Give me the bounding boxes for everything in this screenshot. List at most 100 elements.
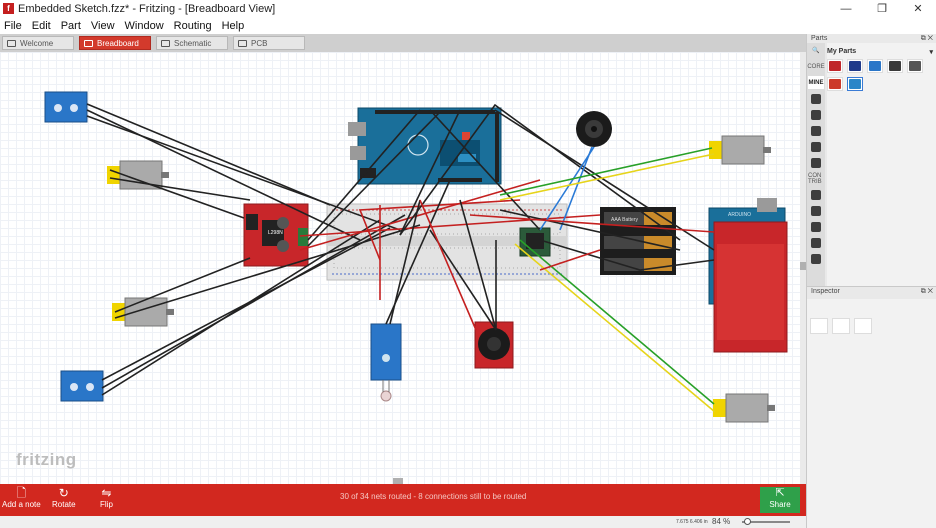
bin-core[interactable]: CORE: [807, 63, 825, 70]
part-thumbnails: [827, 59, 936, 91]
my-parts-title: My Parts: [827, 48, 857, 55]
dc-motor-right-top[interactable]: [709, 135, 771, 165]
restore-button[interactable]: ❐: [877, 3, 887, 15]
welcome-icon: [7, 39, 16, 47]
bin-factory-icon[interactable]: [808, 156, 824, 169]
zoom-slider[interactable]: [742, 521, 790, 523]
horizontal-scroll-thumb[interactable]: [393, 478, 403, 484]
part-thumbnail-image: [849, 61, 861, 71]
share-button[interactable]: ⇱ Share: [760, 487, 800, 513]
part-thumbnail[interactable]: [847, 77, 863, 91]
fritzing-logo: fritzing: [16, 450, 77, 469]
inspector-view-breadboard: [810, 318, 828, 334]
part-thumbnail[interactable]: [887, 59, 903, 73]
tab-label: Breadboard: [97, 38, 139, 48]
panel-float-close-icons[interactable]: ⧉ ✕: [920, 287, 933, 295]
menu-window[interactable]: Window: [124, 19, 164, 32]
dc-motor-left-top[interactable]: [107, 160, 169, 190]
flip-button[interactable]: ⇋ Flip: [100, 486, 113, 509]
tab-pcb[interactable]: PCB: [233, 36, 305, 50]
inspector-body: [807, 299, 936, 528]
note-icon: 🗋: [16, 486, 27, 500]
add-note-label: Add a note: [2, 500, 41, 509]
minimize-button[interactable]: —: [840, 2, 852, 15]
tab-schematic[interactable]: Schematic: [156, 36, 228, 50]
bin-contrib[interactable]: CON TRIB: [808, 172, 822, 185]
inspector-title: Inspector: [811, 288, 840, 295]
bin-tool-icon[interactable]: [808, 140, 824, 153]
cursor-coordinates: 7.675 6.406 in: [676, 519, 708, 525]
parts-bin-list: 🔍 CORE MINE CON TRIB: [807, 43, 825, 286]
part-thumbnail[interactable]: [847, 59, 863, 73]
parts-panel-title: Parts: [811, 35, 828, 42]
part-thumbnail[interactable]: [867, 59, 883, 73]
bin-diode-icon[interactable]: [808, 108, 824, 121]
bin-power-icon[interactable]: [808, 124, 824, 137]
add-note-button[interactable]: 🗋 Add a note: [2, 486, 41, 509]
rotate-button[interactable]: ↻ Rotate: [52, 486, 76, 509]
routing-status[interactable]: 30 of 34 nets routed - 8 connections sti…: [340, 492, 527, 501]
bin-sensor-icon[interactable]: [808, 236, 824, 249]
blue-module-bottom[interactable]: [60, 370, 104, 402]
rotate-label: Rotate: [52, 500, 76, 509]
motor-driver-l298n[interactable]: L298N: [243, 203, 309, 267]
speaker[interactable]: [576, 111, 612, 147]
part-thumbnail-image: [829, 61, 841, 71]
part-thumbnail[interactable]: [827, 59, 843, 73]
fritzing-app-icon: f: [3, 3, 14, 14]
search-parts-icon[interactable]: 🔍: [812, 48, 820, 54]
bin-board-icon[interactable]: [808, 252, 824, 265]
parts-panel: Parts ⧉ ✕ 🔍 CORE MINE CON TRIB My Parts …: [806, 34, 936, 286]
dc-motor-right-bottom[interactable]: [713, 393, 775, 423]
arduino-tft-display[interactable]: ARDUINO: [708, 198, 788, 353]
share-label: Share: [769, 500, 791, 509]
bin-arduino-icon[interactable]: [808, 188, 824, 201]
arduino-mega[interactable]: [348, 107, 502, 185]
menu-part[interactable]: Part: [60, 19, 81, 32]
part-thumbnail-image: [909, 61, 921, 71]
title-bar: f Embedded Sketch.fzz* - Fritzing - [Bre…: [0, 0, 936, 17]
close-button[interactable]: ✕: [913, 3, 923, 15]
tab-label: PCB: [251, 38, 268, 48]
breadboard-icon: [84, 39, 93, 47]
flip-label: Flip: [100, 500, 113, 509]
inspector-header: Inspector ⧉ ✕: [807, 287, 936, 296]
joystick-module[interactable]: [474, 321, 514, 369]
vertical-scroll-thumb[interactable]: [800, 262, 806, 270]
part-thumbnail-image: [829, 79, 841, 89]
inspector-view-schematic: [832, 318, 850, 334]
menu-help[interactable]: Help: [221, 19, 245, 32]
menu-edit[interactable]: Edit: [31, 19, 51, 32]
wires: [86, 103, 716, 413]
inspector-view-pcb: [854, 318, 872, 334]
bin-mine[interactable]: MINE: [808, 76, 824, 89]
bin-glasses-icon[interactable]: [808, 92, 824, 105]
bin-chip-icon[interactable]: [808, 220, 824, 233]
share-icon: ⇱: [775, 487, 785, 499]
tab-label: Schematic: [174, 38, 212, 48]
bin-menu-icon[interactable]: ▾: [929, 49, 933, 56]
inspector-panel: Inspector ⧉ ✕: [806, 286, 936, 528]
schematic-icon: [161, 39, 170, 47]
parts-bin-contents: My Parts ▾: [827, 43, 936, 286]
circuit-drawing: L298N: [44, 91, 788, 423]
rotate-icon: ↻: [58, 486, 69, 500]
zoom-slider-handle[interactable]: [744, 518, 751, 525]
part-thumbnail[interactable]: [907, 59, 923, 73]
status-bar: 7.675 6.406 in 84 %: [0, 516, 806, 528]
part-thumbnail-image: [849, 79, 861, 89]
battery-label: AAA Battery: [611, 217, 638, 223]
menu-file[interactable]: File: [4, 19, 22, 32]
tab-breadboard[interactable]: Breadboard: [79, 36, 151, 50]
bin-gear-icon[interactable]: [808, 204, 824, 217]
menu-view[interactable]: View: [90, 19, 115, 32]
part-thumbnail-image: [889, 61, 901, 71]
panel-float-close-icons[interactable]: ⧉ ✕: [920, 34, 933, 42]
tab-welcome[interactable]: Welcome: [2, 36, 74, 50]
part-thumbnail[interactable]: [827, 77, 843, 91]
menu-routing[interactable]: Routing: [173, 19, 212, 32]
blue-module-top[interactable]: [44, 91, 88, 123]
breadboard-canvas[interactable]: L298N: [0, 52, 806, 484]
menu-bar: File Edit Part View Window Routing Help: [0, 17, 936, 34]
light-sensor-module[interactable]: [370, 323, 402, 402]
